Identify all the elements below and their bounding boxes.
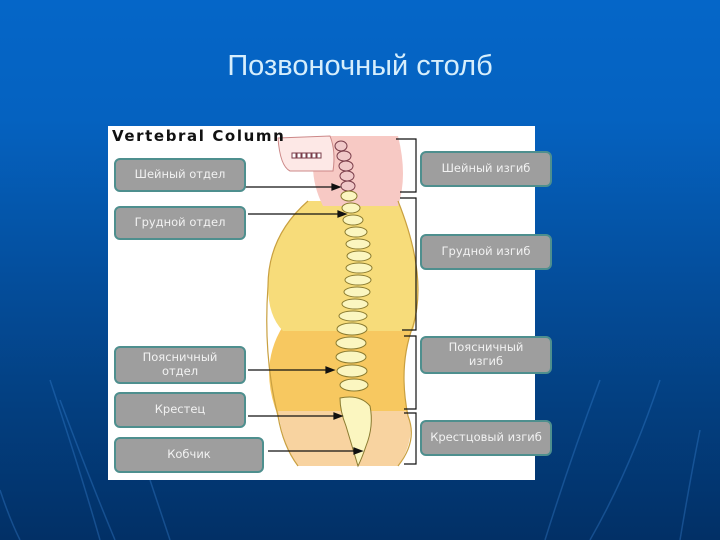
label-sacral-curve: Крестцовый изгиб [420,420,552,456]
sacral-body-region [278,411,411,466]
label-lumbar-section: Поясничный отдел [114,346,246,384]
label-thoracic-curve: Грудной изгиб [420,234,552,270]
thoracic-body-region [268,201,418,331]
label-text: Поясничный изгиб [448,340,524,368]
label-thoracic-section: Грудной отдел [114,206,246,240]
label-cervical-section: Шейный отдел [114,158,246,192]
label-text: Грудной отдел [134,215,226,230]
figure-heading: Vertebral Column [112,127,286,145]
label-sacrum: Крестец [114,392,246,428]
label-text: Шейный изгиб [441,161,531,176]
label-text: Шейный отдел [134,167,226,182]
label-coccyx: Кобчик [114,437,264,473]
label-text: Крестец [154,402,206,417]
vertebrae [334,140,373,468]
label-text: Крестцовый изгиб [430,430,542,445]
label-text: Поясничный отдел [142,350,218,378]
label-lumbar-curve: Поясничный изгиб [420,336,552,374]
slide-title: Позвоночный столб [227,50,493,82]
label-text: Кобчик [167,447,211,462]
curve-brackets [396,138,417,465]
spine-illustration [243,135,419,468]
label-text: Грудной изгиб [441,244,531,259]
pointer-arrows [243,183,364,455]
label-cervical-curve: Шейный изгиб [420,151,552,187]
